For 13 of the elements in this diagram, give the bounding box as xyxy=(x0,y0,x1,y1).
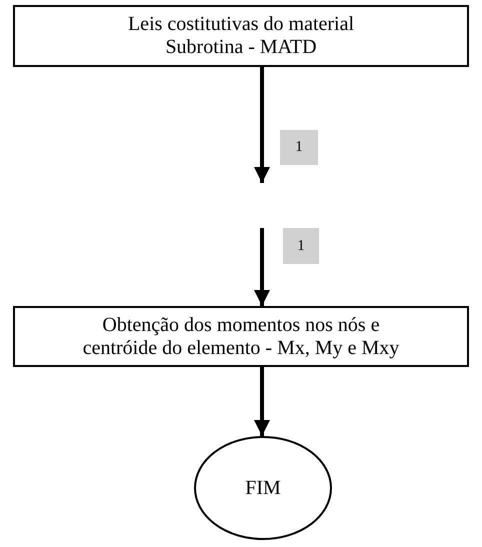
node-text: 1 xyxy=(297,238,305,254)
terminal-ellipse xyxy=(194,436,332,540)
connector-tag xyxy=(283,228,319,264)
arrow xyxy=(254,228,270,306)
process-box xyxy=(13,5,469,67)
node-text: FIM xyxy=(245,476,281,500)
process-box xyxy=(13,306,469,367)
node-text: 1 xyxy=(295,139,303,156)
node-text: Leis costitutivas do material Subrotina - MATD xyxy=(126,13,356,59)
arrow xyxy=(254,67,270,183)
arrow xyxy=(254,367,270,436)
node-text: Obtenção dos momentos nos nós e centróide do elemento - Mx, My e Mxy xyxy=(82,314,400,360)
connector-tag xyxy=(280,130,318,165)
